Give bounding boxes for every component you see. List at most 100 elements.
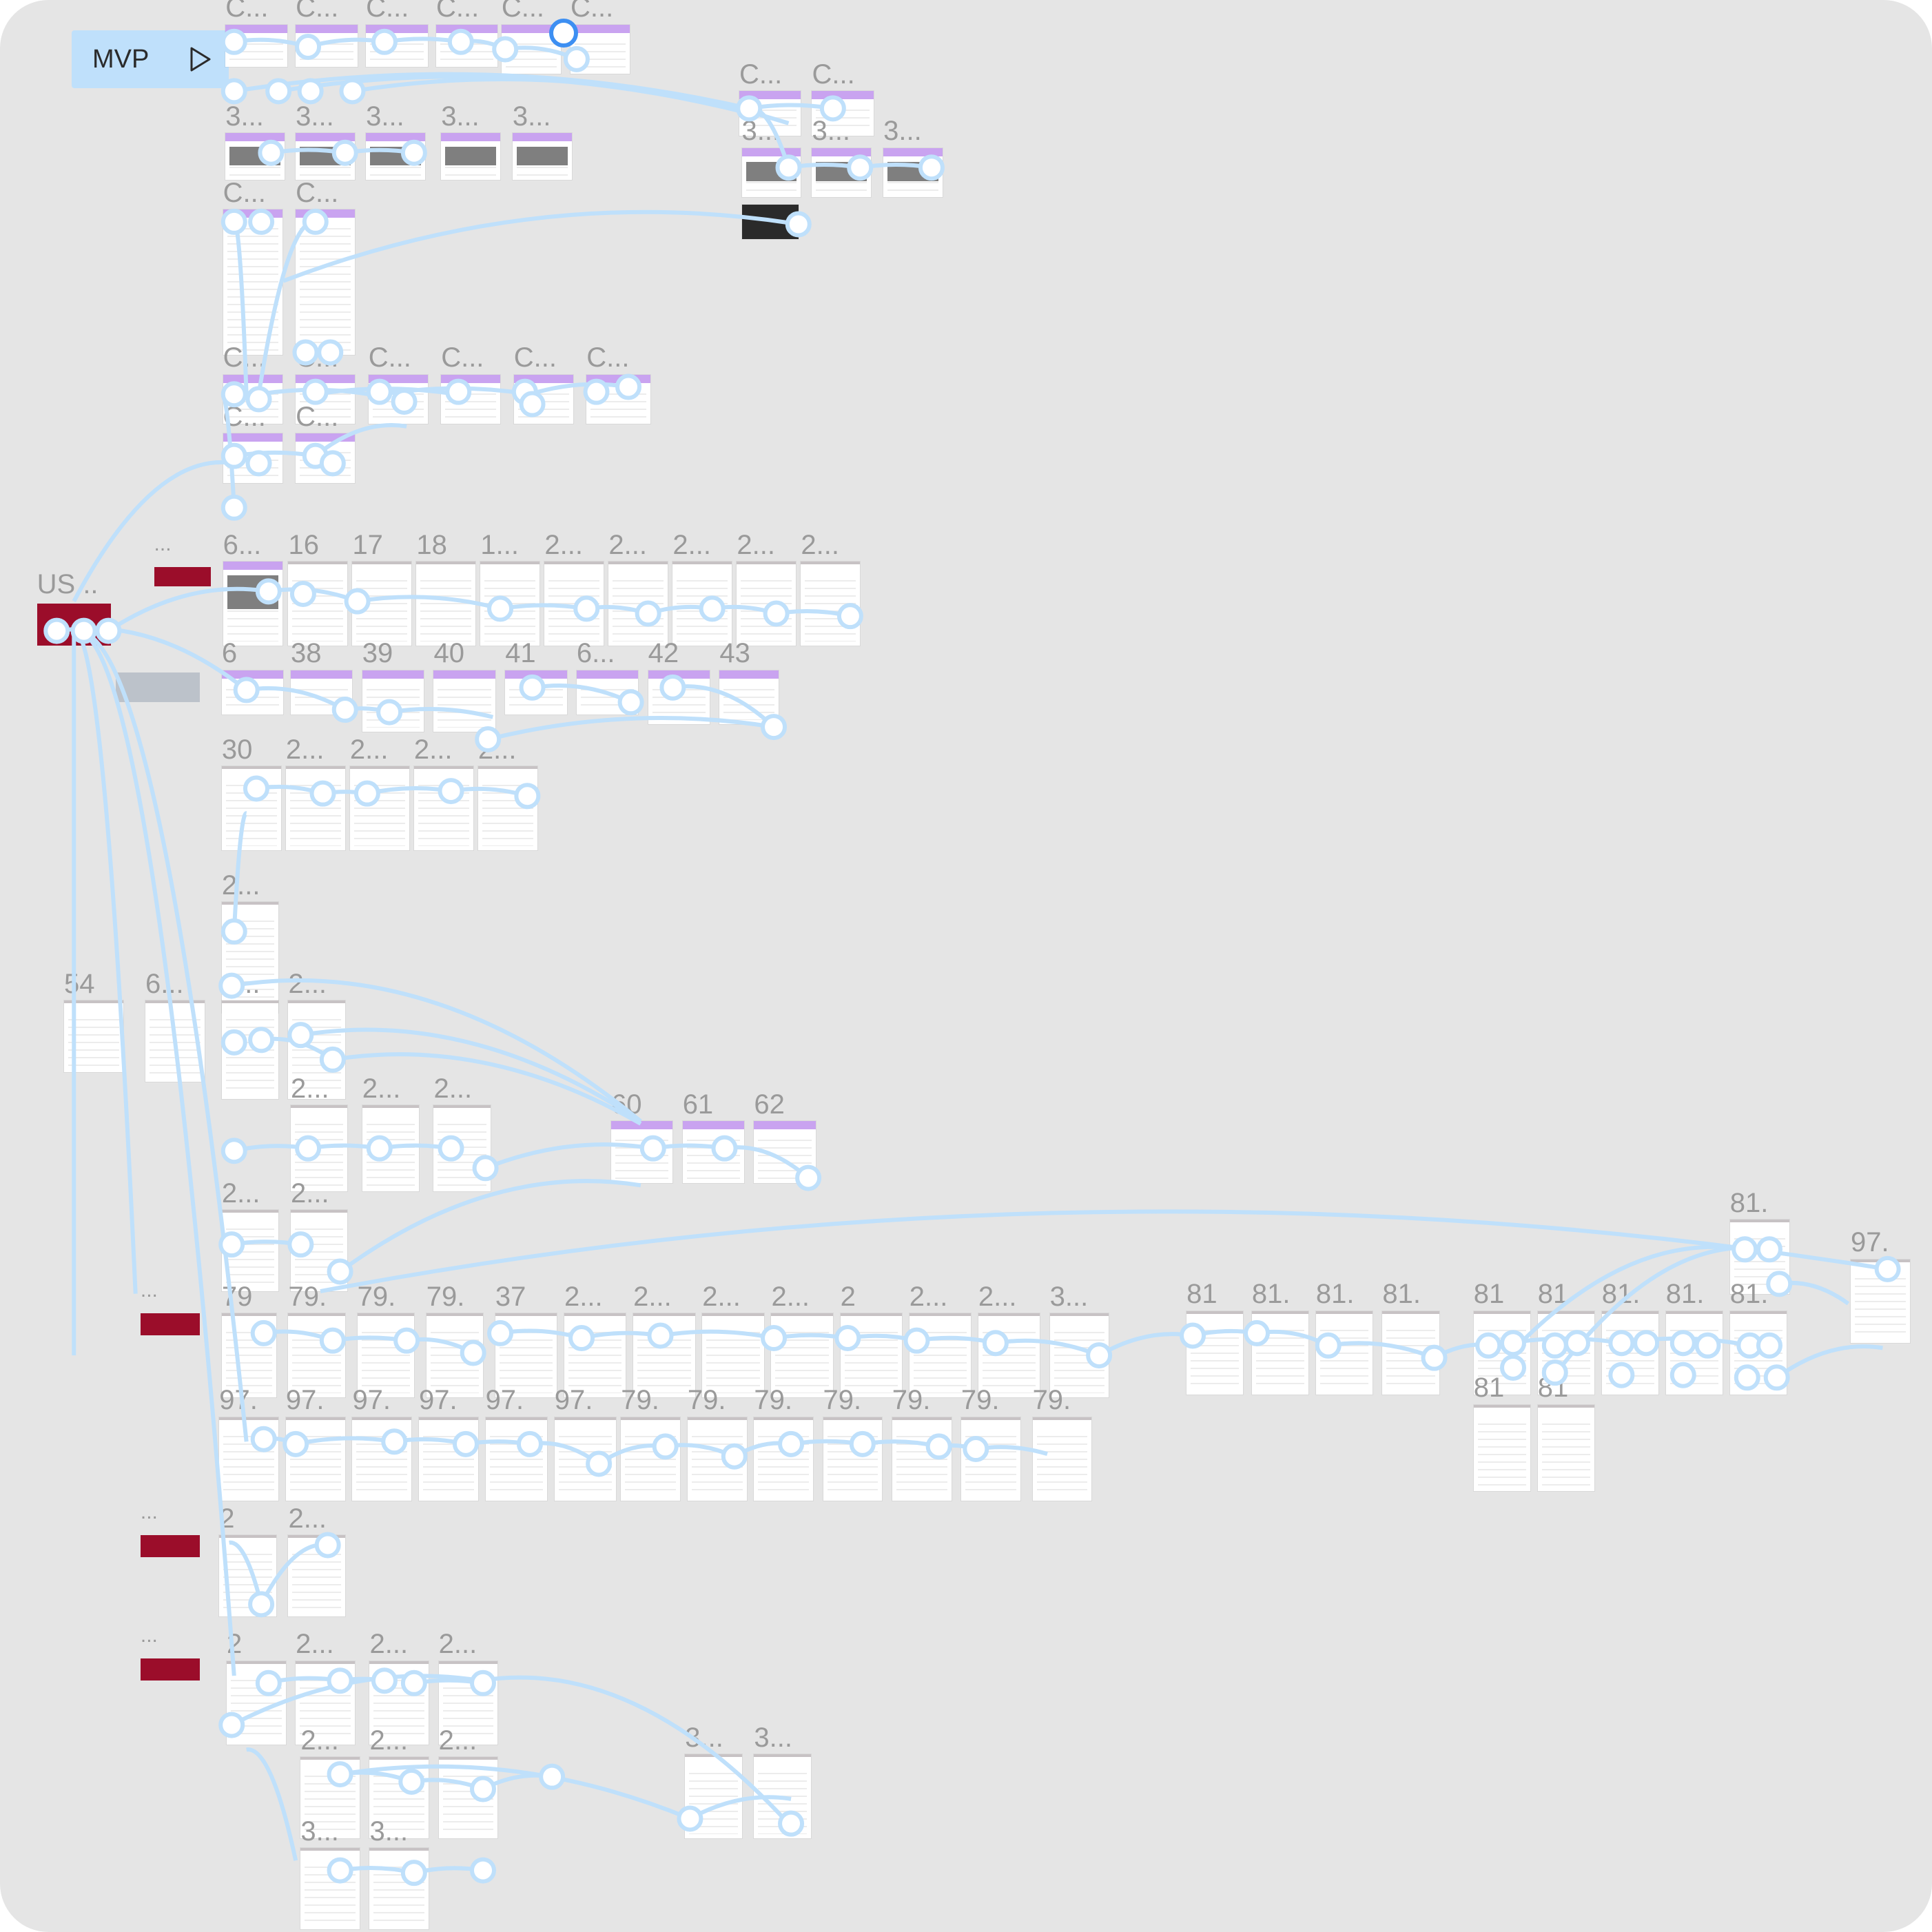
screen-frame[interactable] — [610, 1121, 673, 1183]
screen-frame[interactable] — [219, 1535, 276, 1617]
frame-title[interactable]: 2... — [221, 1178, 260, 1209]
frame-title[interactable]: 2... — [633, 1281, 672, 1312]
frame-title[interactable]: C... — [366, 0, 409, 23]
frame-title[interactable]: 39 — [362, 638, 393, 669]
frame-title[interactable]: 81. — [1601, 1279, 1641, 1310]
frame-title[interactable]: 97. — [554, 1385, 593, 1415]
screen-frame[interactable] — [223, 562, 282, 646]
frame-title[interactable]: 2... — [291, 1073, 329, 1104]
frame-title[interactable]: 2... — [288, 1503, 327, 1534]
screen-frame[interactable] — [1537, 1404, 1594, 1491]
connection-path[interactable] — [1775, 1344, 1883, 1379]
screen-frame[interactable] — [366, 133, 425, 181]
dark-frame[interactable] — [741, 204, 799, 239]
screen-frame[interactable] — [416, 562, 476, 646]
screen-frame[interactable] — [960, 1417, 1020, 1501]
frame-title[interactable]: 79 — [221, 1281, 253, 1312]
frame-title[interactable]: 2 — [840, 1281, 856, 1312]
frame-title[interactable]: 81. — [1729, 1187, 1769, 1218]
frame-title[interactable]: 79. — [426, 1281, 465, 1312]
frame-title[interactable]: 3... — [812, 116, 851, 147]
frame-title[interactable]: 81 — [1537, 1279, 1569, 1310]
screen-frame[interactable] — [754, 1417, 814, 1501]
screen-frame[interactable] — [221, 1000, 279, 1100]
frame-title[interactable]: 81. — [1665, 1279, 1705, 1310]
connection-path[interactable] — [246, 1747, 298, 1861]
frame-title[interactable]: 62 — [754, 1089, 785, 1120]
frame-title[interactable]: 2... — [349, 734, 389, 765]
sticky-note[interactable] — [140, 1535, 200, 1558]
connection-node[interactable] — [539, 1763, 566, 1790]
frame-title[interactable]: 40 — [433, 638, 464, 669]
frame-title[interactable]: C... — [812, 59, 855, 90]
frame-title[interactable]: 2... — [672, 529, 711, 560]
screen-frame[interactable] — [145, 1000, 205, 1082]
connection-path[interactable] — [351, 76, 790, 125]
screen-frame[interactable] — [1186, 1311, 1244, 1395]
screen-frame[interactable] — [687, 1417, 747, 1501]
frame-title[interactable]: 1... — [480, 529, 520, 560]
screen-frame[interactable] — [362, 670, 424, 732]
frame-title[interactable]: 3... — [512, 101, 551, 132]
frame-title[interactable]: 3... — [883, 116, 922, 147]
frame-title[interactable]: C... — [296, 0, 339, 23]
frame-title[interactable]: 97. — [352, 1385, 391, 1415]
frame-title[interactable]: 2... — [564, 1281, 603, 1312]
frame-title[interactable]: 54 — [63, 968, 95, 999]
frame-title[interactable]: 79. — [621, 1385, 659, 1415]
screen-frame[interactable] — [227, 1661, 286, 1745]
screen-frame[interactable] — [621, 1417, 681, 1501]
frame-title[interactable]: 81 — [1473, 1373, 1505, 1404]
screen-frame[interactable] — [221, 766, 281, 850]
screen-frame[interactable] — [352, 1417, 412, 1501]
frame-title[interactable]: 79. — [357, 1281, 396, 1312]
screen-frame[interactable] — [223, 209, 282, 355]
frame-title[interactable]: 3... — [741, 116, 781, 147]
frame-title[interactable]: 79. — [892, 1385, 931, 1415]
frame-title[interactable]: 97. — [219, 1385, 258, 1415]
screen-frame[interactable] — [288, 562, 348, 646]
frame-title[interactable]: C... — [225, 0, 269, 23]
screen-frame[interactable] — [801, 562, 861, 646]
frame-title[interactable]: 97. — [285, 1385, 325, 1415]
frame-title[interactable]: 79. — [1032, 1385, 1071, 1415]
screen-frame[interactable] — [505, 670, 567, 715]
frame-title[interactable]: 81. — [1729, 1279, 1769, 1310]
frame-title[interactable]: 3... — [300, 1816, 339, 1847]
frame-title[interactable]: 2... — [285, 734, 325, 765]
frame-title[interactable]: 2... — [978, 1281, 1017, 1312]
screen-frame[interactable] — [291, 670, 353, 715]
screen-frame[interactable] — [1665, 1311, 1723, 1395]
frame-title[interactable]: C... — [570, 0, 614, 23]
frame-title[interactable]: 3... — [366, 101, 404, 132]
screen-frame[interactable] — [485, 1417, 547, 1501]
sticky-note[interactable] — [154, 566, 211, 587]
frame-title[interactable]: 2... — [608, 529, 647, 560]
connection-path[interactable] — [480, 1675, 790, 1825]
selected-connection-handle[interactable] — [549, 19, 578, 48]
flow-starting-point-button[interactable]: MVP — [72, 30, 229, 88]
frame-title[interactable]: 3... — [1049, 1281, 1089, 1312]
frame-title[interactable]: 43 — [719, 638, 750, 669]
screen-frame[interactable] — [741, 147, 801, 198]
connection-path[interactable] — [1098, 1332, 1193, 1357]
frame-title[interactable]: C... — [296, 177, 339, 208]
connection-node[interactable] — [470, 1857, 496, 1884]
screen-frame[interactable] — [754, 1754, 811, 1839]
screen-frame[interactable] — [296, 133, 355, 181]
play-triangle-icon[interactable] — [186, 45, 214, 73]
screen-frame[interactable] — [225, 133, 285, 181]
screen-frame[interactable] — [285, 766, 345, 850]
screen-frame[interactable] — [441, 133, 501, 181]
screen-frame[interactable] — [544, 562, 604, 646]
frame-title[interactable]: 2... — [291, 1178, 329, 1209]
connection-path[interactable] — [282, 209, 799, 283]
frame-title[interactable]: 2... — [438, 1629, 477, 1660]
screen-frame[interactable] — [477, 766, 537, 850]
frame-title[interactable]: 81 — [1186, 1279, 1217, 1310]
connection-node[interactable] — [220, 494, 247, 521]
screen-frame[interactable] — [672, 562, 732, 646]
sticky-note[interactable] — [37, 604, 111, 646]
connection-node[interactable] — [265, 78, 292, 105]
frame-title[interactable]: 97. — [1850, 1227, 1889, 1258]
